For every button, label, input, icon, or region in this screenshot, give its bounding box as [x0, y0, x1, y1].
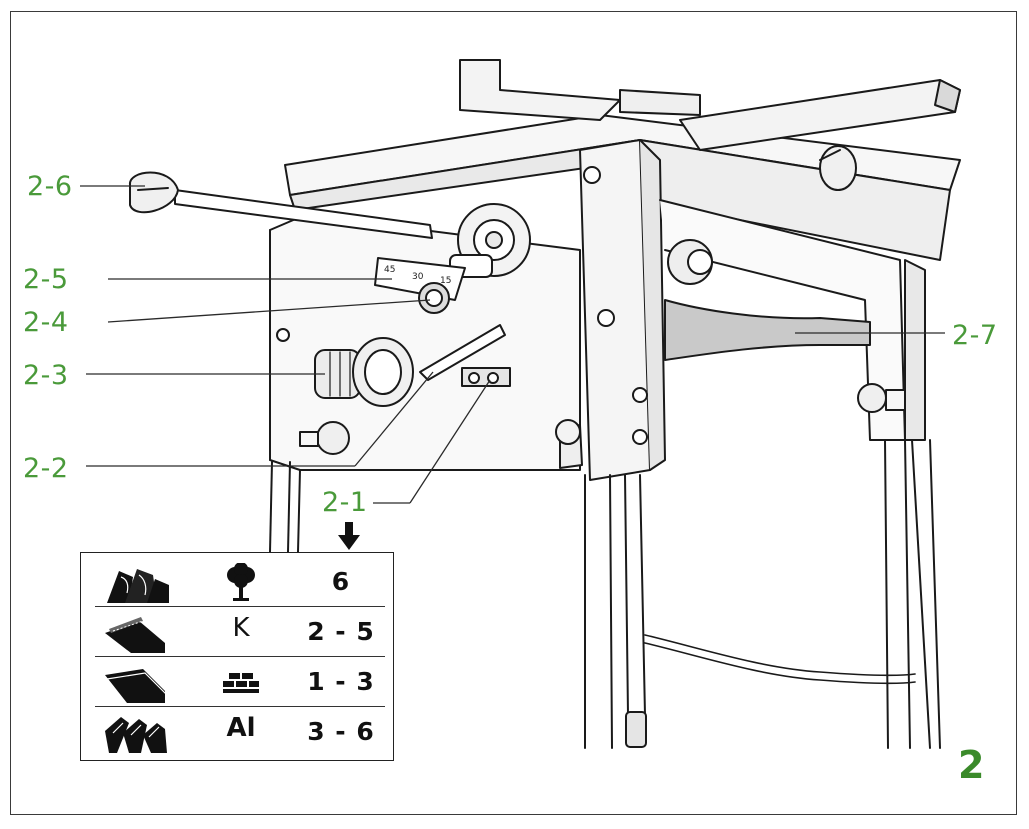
table-row: K 2 - 5 [95, 609, 385, 657]
brick-icon [223, 673, 259, 693]
plastic-k-icon: K [232, 613, 250, 643]
row-divider [95, 605, 385, 607]
callout-2-6: 2-6 [27, 171, 73, 202]
tree-icon [227, 563, 255, 601]
chipboard-icon [105, 617, 165, 653]
callout-2-3: 2-3 [23, 360, 69, 391]
table-row: 6 [95, 559, 385, 607]
callout-2-4: 2-4 [23, 307, 69, 338]
value-cell: 1 - 3 [307, 667, 375, 696]
svg-text:30: 30 [412, 272, 424, 282]
callout-2-5: 2-5 [23, 264, 69, 295]
svg-text:15: 15 [440, 276, 451, 286]
row-divider [95, 655, 385, 657]
figure-number: 2 [958, 743, 985, 787]
value-cell: 3 - 6 [307, 717, 375, 746]
material-table: 6 K 2 - 5 1 - 3 [80, 552, 394, 761]
table-row: 1 - 3 [95, 659, 385, 707]
svg-text:45: 45 [384, 265, 395, 275]
row-divider [95, 705, 385, 707]
panel-icon [105, 669, 168, 703]
value-cell: 6 [331, 567, 351, 596]
down-arrow-icon [338, 522, 360, 550]
aluminium-profile-icon [105, 717, 167, 753]
value-cell: 2 - 5 [307, 617, 375, 646]
table-row: Al 3 - 6 [95, 709, 385, 757]
callout-2-1: 2-1 [322, 487, 368, 518]
aluminium-symbol: Al [226, 713, 256, 743]
callout-2-2: 2-2 [23, 453, 69, 484]
solid-wood-icon [107, 569, 169, 603]
callout-2-7: 2-7 [952, 320, 998, 351]
